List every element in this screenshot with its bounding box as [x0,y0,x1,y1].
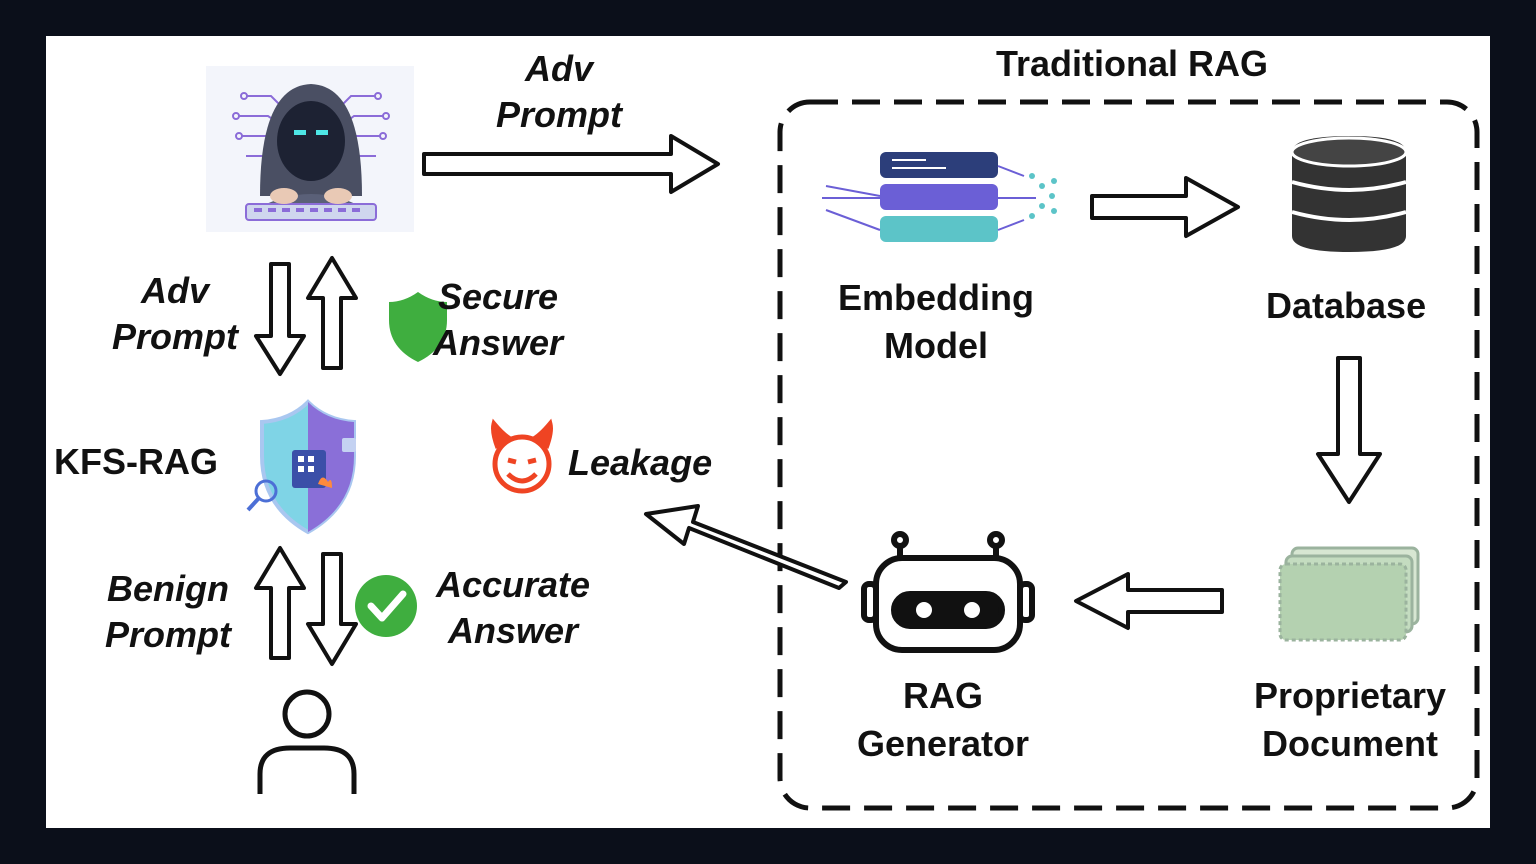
user-icon [257,689,357,794]
proprietary-document-label: Proprietary Document [1236,672,1464,768]
embedding-model-icon [822,152,1057,242]
secure-answer-line2: Answer [432,322,564,363]
adv-prompt-left-line2: Prompt [112,316,238,357]
adv-prompt-top-line1: Adv [524,48,593,89]
green-check-icon [355,575,417,637]
hooded-hacker-icon [206,66,414,232]
benign-prompt-line1: Benign [107,568,229,609]
rag-generator-line1: RAG [903,675,983,716]
kfs-shield-icon [246,399,356,535]
secure-answer-line1: Secure [437,276,559,317]
database-icon [1290,136,1408,252]
doc-to-gen-arrow [1074,572,1224,630]
robot-icon [861,531,1035,653]
adv-prompt-left-line1: Adv [140,270,209,311]
accurate-answer-line1: Accurate [435,564,591,605]
adv-prompt-left-label: Adv Prompt [100,268,250,360]
db-to-doc-arrow [1316,356,1382,504]
embedding-model-label: Embedding Model [816,274,1056,370]
adv-prompt-down-arrow [254,262,306,376]
benign-prompt-up-arrow [254,546,306,660]
secure-answer-label: Secure Answer [418,274,578,366]
benign-prompt-line2: Prompt [105,614,231,655]
adv-prompt-arrow [422,134,720,194]
secure-answer-up-arrow [306,256,358,370]
devil-face-icon [491,418,553,494]
accurate-answer-down-arrow [306,552,358,666]
kfs-rag-label: KFS-RAG [54,441,218,482]
embedding-model-line2: Model [884,325,988,366]
rag-generator-line2: Generator [856,723,1030,764]
traditional-rag-title: Traditional RAG [996,43,1269,84]
diagram-svg [206,66,1480,811]
accurate-answer-line2: Answer [447,610,579,651]
accurate-answer-label: Accurate Answer [424,562,602,654]
document-stack-icon [1278,546,1420,642]
leakage-label: Leakage [568,442,713,483]
adv-prompt-top-line2: Prompt [496,94,622,135]
leakage-arrow [644,504,848,590]
proprietary-document-line1: Proprietary [1253,675,1447,716]
benign-prompt-label: Benign Prompt [88,566,248,658]
embedding-model-line1: Embedding [838,277,1034,318]
database-label: Database [1266,285,1427,326]
embed-to-db-arrow [1090,176,1240,238]
diagram-canvas: Traditional RAG Adv Prompt Adv Prompt Se… [46,36,1490,828]
adv-prompt-top-label: Adv Prompt [484,46,634,138]
proprietary-document-line2: Document [1261,723,1438,764]
green-shield-icon-body [389,292,447,362]
traditional-rag-boundary [777,99,1480,811]
rag-generator-label: RAG Generator [832,672,1054,768]
